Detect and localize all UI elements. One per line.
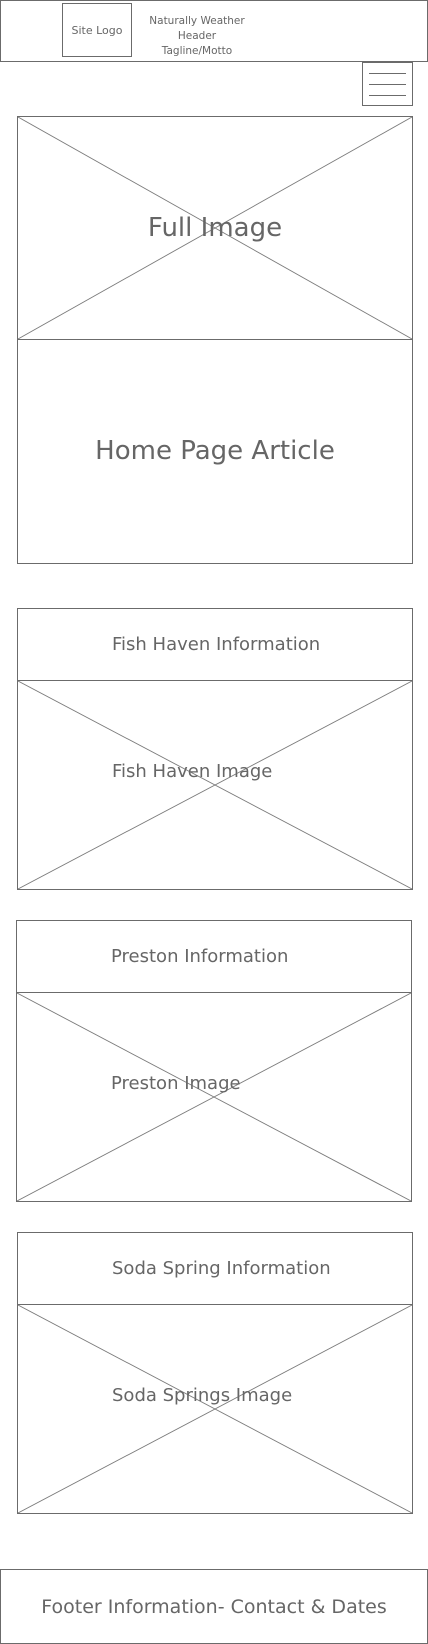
image-placeholder-icon bbox=[17, 993, 411, 1201]
preston-image-label: Preston Image bbox=[111, 1073, 241, 1094]
soda-springs-image-placeholder: Soda Springs Image bbox=[17, 1304, 413, 1514]
site-footer: Footer Information- Contact & Dates bbox=[0, 1569, 428, 1644]
header-text: Naturally Weather Header Tagline/Motto bbox=[134, 14, 260, 59]
soda-spring-info-label: Soda Spring Information bbox=[112, 1258, 331, 1279]
menu-bar bbox=[369, 73, 406, 74]
menu-bar bbox=[369, 95, 406, 96]
fish-haven-info[interactable]: Fish Haven Information bbox=[17, 608, 413, 681]
preston-info-label: Preston Information bbox=[111, 946, 289, 967]
hero-image-label: Full Image bbox=[147, 213, 283, 243]
site-logo-label: Site Logo bbox=[71, 23, 123, 37]
soda-springs-image-label: Soda Springs Image bbox=[112, 1385, 293, 1406]
fish-haven-image-placeholder: Fish Haven Image bbox=[17, 680, 413, 890]
fish-haven-image-label: Fish Haven Image bbox=[112, 761, 273, 782]
fish-haven-info-label: Fish Haven Information bbox=[112, 634, 321, 655]
site-tagline: Tagline/Motto bbox=[161, 45, 233, 57]
hamburger-menu-icon[interactable] bbox=[362, 62, 413, 106]
home-article-label: Home Page Article bbox=[95, 436, 335, 466]
footer-label: Footer Information- Contact & Dates bbox=[41, 1596, 387, 1618]
image-placeholder-icon bbox=[18, 117, 412, 339]
image-placeholder-icon bbox=[18, 1305, 412, 1513]
image-placeholder-icon bbox=[18, 681, 412, 889]
preston-image-placeholder: Preston Image bbox=[16, 992, 412, 1202]
menu-bar bbox=[369, 84, 406, 85]
site-title: Naturally Weather Header bbox=[149, 15, 245, 42]
home-article: Home Page Article bbox=[17, 339, 413, 564]
preston-info[interactable]: Preston Information bbox=[16, 920, 412, 993]
soda-spring-info[interactable]: Soda Spring Information bbox=[17, 1232, 413, 1305]
site-logo[interactable]: Site Logo bbox=[62, 3, 132, 57]
hero-image-placeholder: Full Image bbox=[17, 116, 413, 340]
